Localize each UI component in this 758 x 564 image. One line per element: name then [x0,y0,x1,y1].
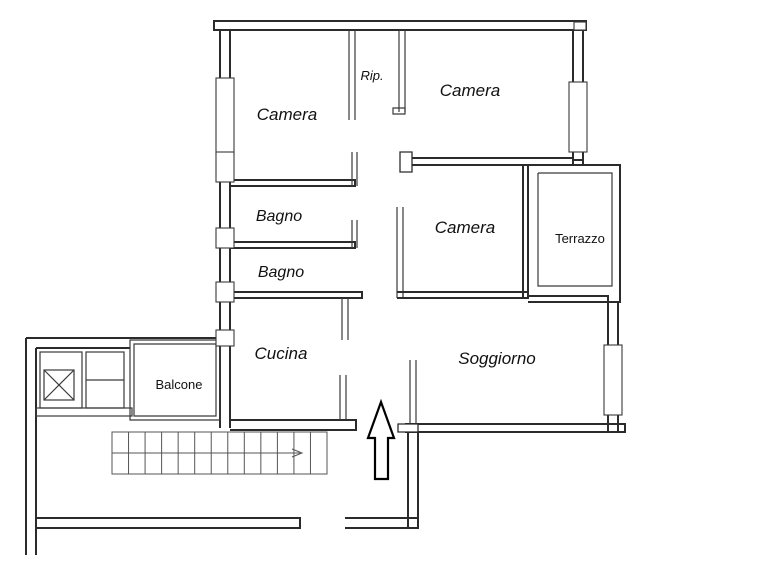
room-label-terrazzo: Terrazzo [555,231,605,246]
window [215,329,235,347]
room-label-camera-middle: Camera [435,218,495,237]
room-label-bagno-1: Bagno [256,208,302,225]
room-label-camera-top-left: Camera [257,105,317,124]
entrance-arrow-icon [366,398,396,481]
window [603,344,623,416]
window [215,77,235,155]
room-label-ripostiglio: Rip. [360,68,383,83]
window [215,227,235,249]
window [215,151,235,183]
elevator-icon [35,351,133,417]
outer-walls [25,20,626,555]
interior-walls [129,30,609,433]
windows [215,21,623,416]
stairs-icon [111,431,328,475]
room-label-camera-top-right: Camera [440,81,500,100]
room-label-balcone: Balcone [156,377,203,392]
room-label-soggiorno: Soggiorno [458,349,536,368]
window [573,21,587,31]
window [568,81,588,153]
window [215,281,235,303]
room-label-bagno-2: Bagno [258,264,304,281]
room-label-cucina: Cucina [255,344,308,363]
